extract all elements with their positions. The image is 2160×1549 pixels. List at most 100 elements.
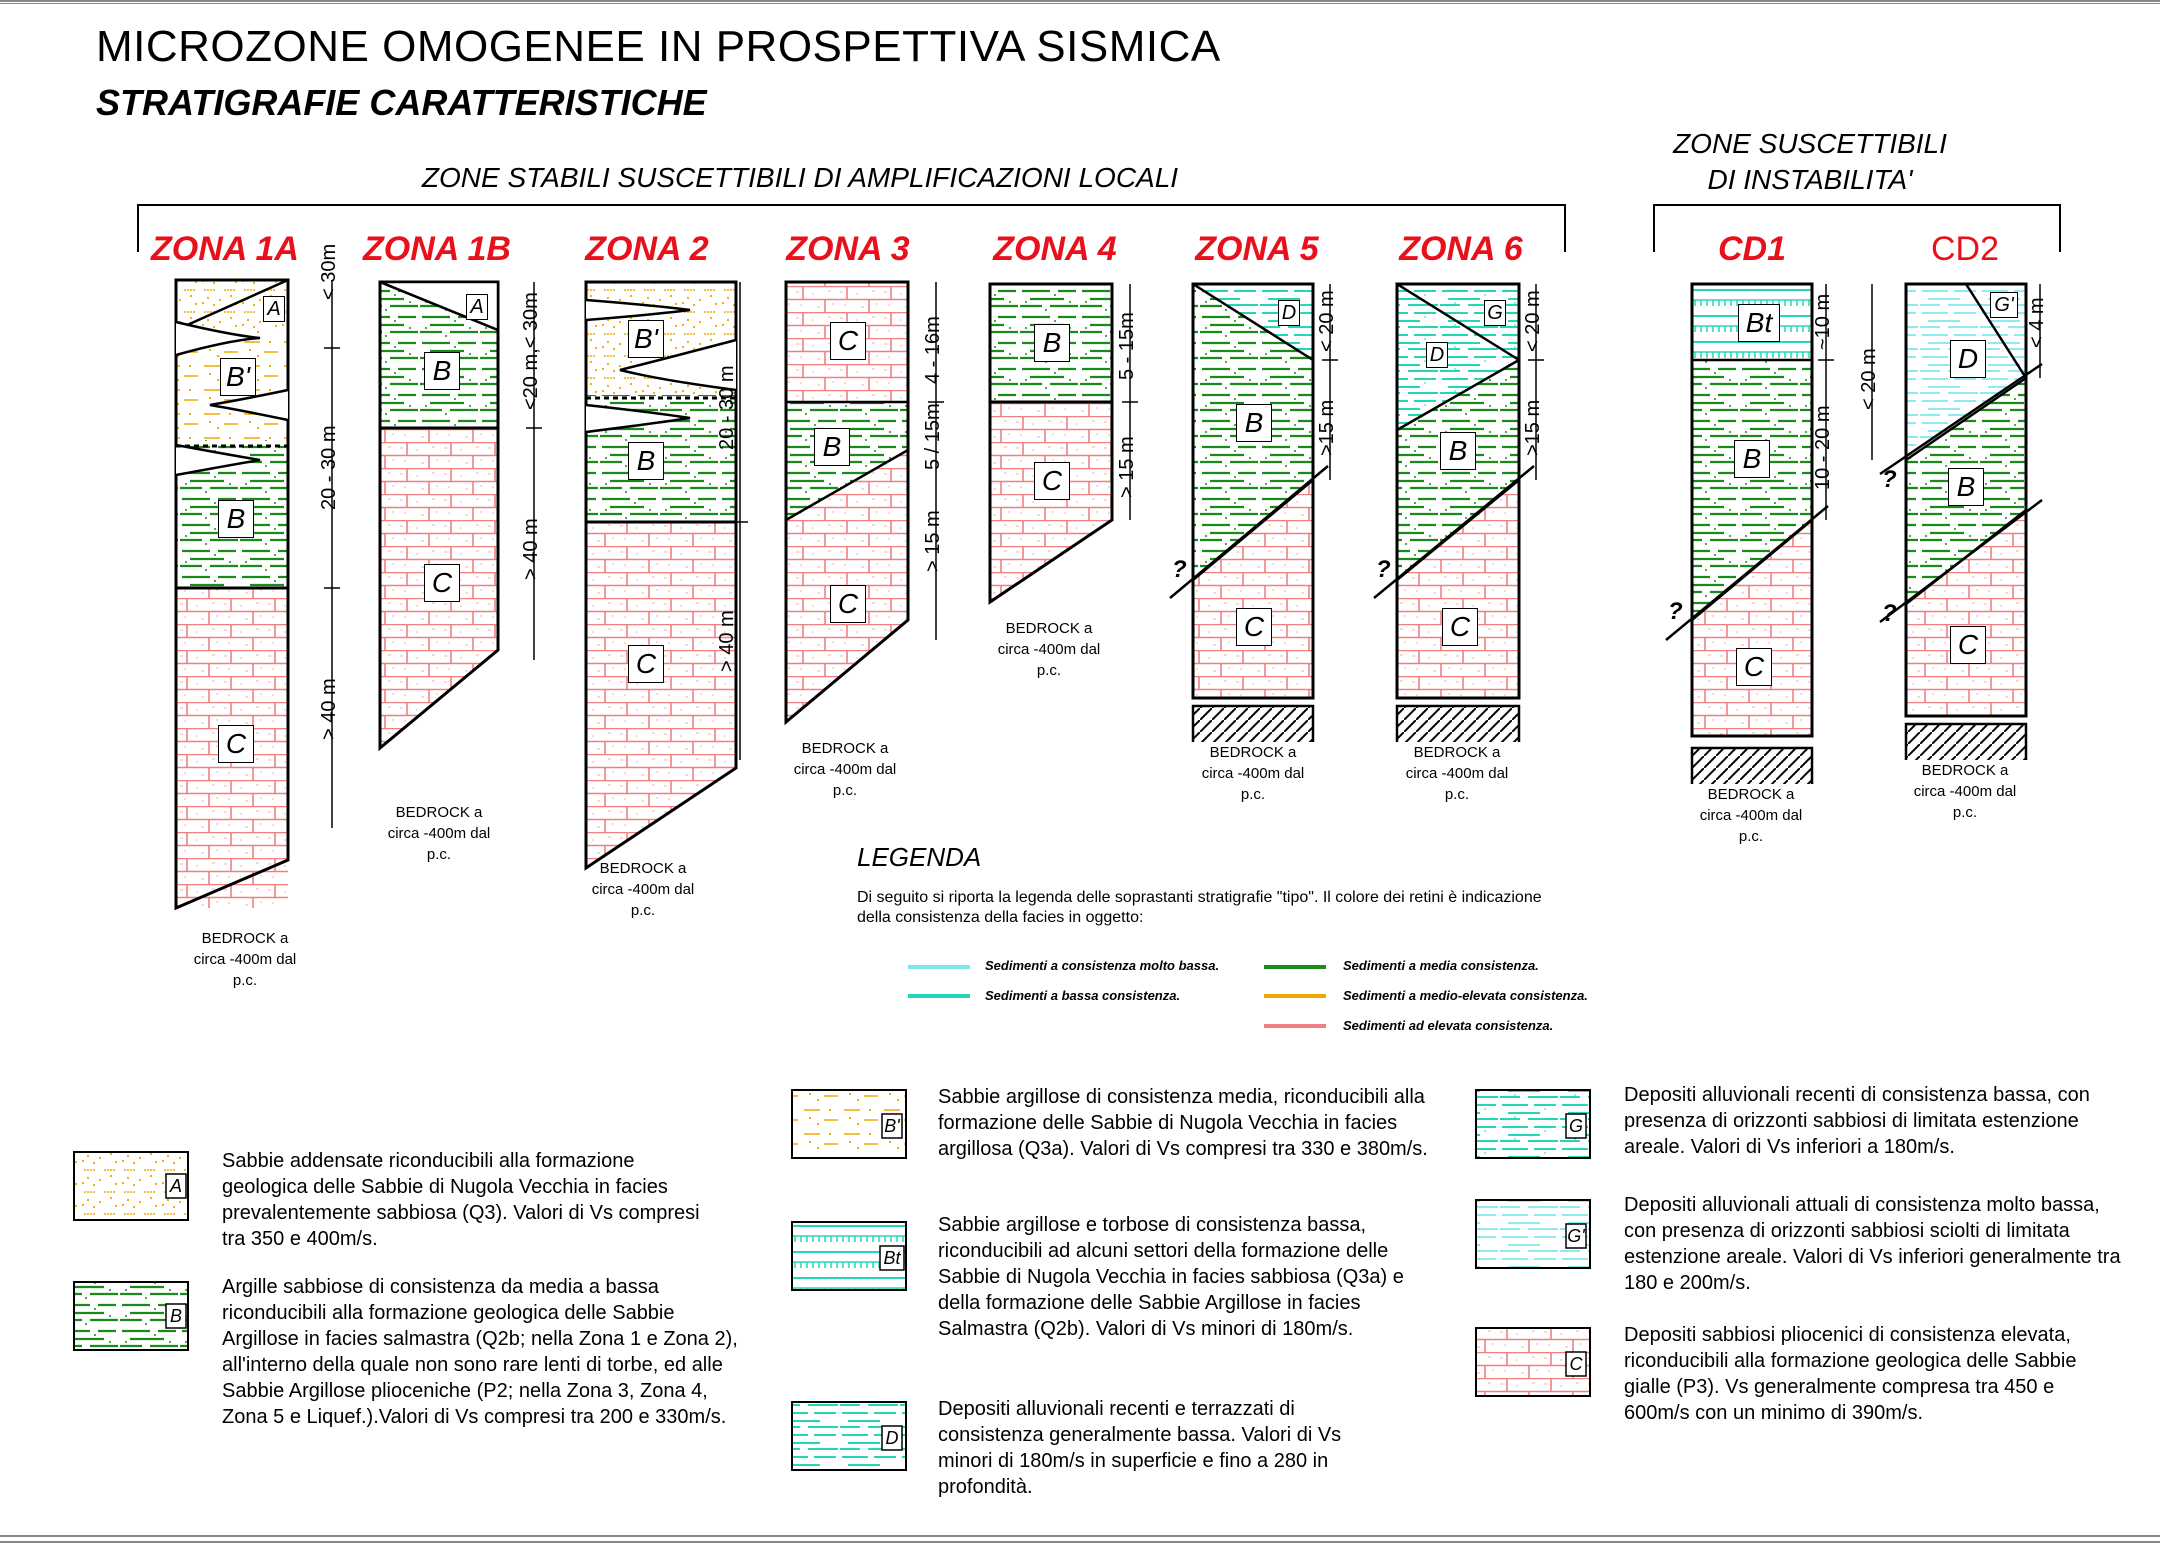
depth-label: >15 m (1522, 399, 1544, 456)
legend-swatch-very-low (908, 965, 970, 969)
zone-title-2: ZONA 2 (585, 230, 709, 268)
legend-swatch-medium (1264, 965, 1326, 969)
column-zona-2 (584, 280, 738, 871)
description-b: Argille sabbiose di consistenza da media… (222, 1276, 738, 1428)
unit-label-bprime: B' (628, 320, 664, 358)
unit-label-bt: Bt (1738, 304, 1780, 342)
unit-label-bprime: B' (220, 358, 256, 396)
legend-swatch-low (908, 994, 970, 998)
depth-label: 20 - 30 m (716, 365, 738, 450)
unit-label-d: D (1426, 342, 1448, 368)
unit-label-c: C (1736, 648, 1772, 686)
description-bprime: Sabbie argillose di consistenza media, r… (938, 1086, 1428, 1160)
depth-dimension-lines (324, 280, 2041, 828)
unit-label-a: A (263, 296, 285, 322)
unstable-zones-header-line1: ZONE SUSCETTIBILI (1673, 128, 1947, 159)
unknown-marker: ? (1882, 600, 1897, 627)
zone-title-5: ZONA 5 (1195, 230, 1319, 268)
zone-title-1b: ZONA 1B (363, 230, 511, 268)
unit-label-gprime: G' (1990, 292, 2018, 318)
depth-label: 5 - 15m (1116, 312, 1138, 380)
top-frame-border (0, 0, 2160, 4)
description-d: Depositi alluvionali recenti e terrazzat… (938, 1398, 1342, 1498)
description-c: Depositi sabbiosi pliocenici di consiste… (1624, 1324, 2077, 1424)
column-zona-4 (988, 282, 1114, 605)
unit-label-c: C (1950, 626, 1986, 664)
unit-label-c: C (424, 564, 460, 602)
unit-label-b: B (1034, 324, 1070, 362)
swatch-code-bprime: B' (884, 1116, 900, 1136)
legend-item-very-low: Sedimenti a consistenza molto bassa. (985, 958, 1220, 973)
unit-label-g: G (1484, 300, 1506, 326)
depth-label: < 20 m (1522, 290, 1544, 352)
zone-title-cd2: CD2 (1930, 230, 2000, 268)
unit-label-b: B (1440, 432, 1476, 470)
bottom-frame-border (0, 1535, 2160, 1543)
column-cd1 (1665, 282, 1829, 784)
swatch-code-d: D (885, 1428, 899, 1448)
depth-label: > 15 m (922, 510, 944, 572)
page-title: MICROZONE OMOGENEE IN PROSPETTIVA SISMIC… (96, 22, 1221, 71)
unstable-zones-bracket (1653, 204, 2061, 252)
depth-label: < 4 m (2026, 297, 2048, 348)
unit-label-c: C (628, 645, 664, 683)
depth-label: 5 / 15m (922, 403, 944, 470)
depth-label: > 40 m (716, 610, 738, 672)
description-bt: Sabbie argillose e torbose di consistenz… (938, 1214, 1404, 1340)
stable-zones-bracket (137, 204, 1566, 252)
depth-label: ~10 m (1812, 293, 1834, 350)
unit-label-c: C (1442, 608, 1478, 646)
depth-label: < 30m (318, 243, 340, 300)
depth-label: < 20 m (1316, 290, 1338, 352)
unit-label-b: B (424, 352, 460, 390)
unit-label-b: B (1948, 468, 1984, 506)
swatch-code-a: A (169, 1176, 182, 1196)
unit-label-b: B (814, 428, 850, 466)
stable-zones-header: ZONE STABILI SUSCETTIBILI DI AMPLIFICAZI… (421, 162, 1179, 193)
legend-intro: Di seguito si riporta la legenda delle s… (857, 889, 1542, 926)
column-zona-6 (1373, 282, 1535, 742)
column-zona-5 (1169, 282, 1329, 742)
depth-label: > 15 m (1116, 436, 1138, 498)
description-a: Sabbie addensate riconducibili alla form… (222, 1150, 700, 1250)
description-gprime: Depositi alluvionali attuali di consiste… (1624, 1194, 2121, 1294)
zone-title-cd1: CD1 (1717, 230, 1787, 268)
unit-label-c: C (1034, 462, 1070, 500)
unknown-marker: ? (1882, 466, 1897, 493)
swatch-code-b: B (169, 1306, 182, 1326)
unit-label-b: B (1734, 440, 1770, 478)
legend-item-low: Sedimenti a bassa consistenza. (985, 988, 1181, 1003)
legend-swatch-high (1264, 1024, 1326, 1028)
unit-label-b: B (1236, 404, 1272, 442)
depth-label: > 40 m (318, 678, 340, 740)
depth-label: > 40 m (520, 518, 542, 580)
zone-title-1a: ZONA 1A (151, 230, 299, 268)
depth-label: 10 - 20 m (1812, 405, 1834, 490)
unknown-marker: ? (1668, 598, 1683, 625)
legend-item-high: Sedimenti ad elevata consistenza. (1343, 1018, 1554, 1033)
unstable-zones-header-line2: DI INSTABILITA' (1707, 164, 1913, 195)
legend-swatch-medium-high (1264, 994, 1326, 998)
depth-label: 20 - 30 m (318, 425, 340, 510)
swatch-code-g: G (1568, 1116, 1583, 1136)
column-zona-1a (174, 278, 290, 911)
unit-label-c: C (218, 725, 254, 763)
unit-label-c: C (1236, 608, 1272, 646)
unit-label-c: C (830, 585, 866, 623)
swatch-code-c: C (1569, 1354, 1583, 1374)
zone-title-3: ZONA 3 (786, 230, 910, 268)
legend-item-medium: Sedimenti a media consistenza. (1343, 958, 1539, 973)
depth-label: <20 m,< 30m (520, 292, 542, 410)
legend-title: LEGENDA (857, 842, 982, 872)
depth-label: 4 - 16m (922, 316, 944, 384)
swatch-code-gprime: G' (1567, 1226, 1585, 1246)
